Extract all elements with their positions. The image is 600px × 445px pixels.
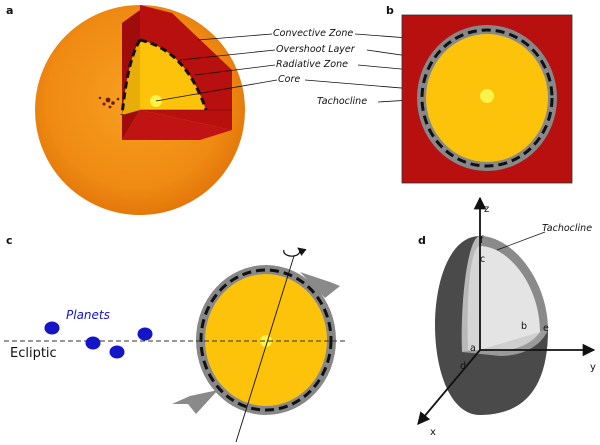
panel-label-d: d — [418, 234, 426, 247]
rotation-arrow-top — [300, 272, 355, 298]
planet — [109, 345, 125, 359]
label-overshoot-layer: Overshoot Layer — [276, 44, 356, 55]
label-convective-zone: Convective Zone — [273, 28, 353, 39]
label-tachocline-d: Tachocline — [542, 223, 592, 234]
axis-label-x: x — [430, 427, 436, 438]
label-tachocline-a: Tachocline — [317, 96, 367, 107]
core-b — [480, 89, 494, 103]
sun-cross-section — [401, 14, 573, 184]
convective-zone-bottom — [122, 110, 232, 140]
tachocline-b — [420, 28, 554, 168]
label-radiative-zone: Radiative Zone — [276, 59, 348, 70]
point-d: d — [460, 361, 466, 372]
point-f: f — [480, 235, 484, 246]
radiative-zone-side — [122, 40, 140, 115]
point-e: e — [543, 323, 549, 334]
planet — [137, 327, 153, 341]
panel-label-c: c — [6, 234, 13, 247]
leader-lines-a — [155, 33, 278, 102]
planet — [44, 321, 60, 335]
planets — [44, 321, 153, 359]
planet — [85, 336, 101, 350]
sphere-cut-face — [480, 236, 548, 350]
x-axis — [417, 349, 481, 425]
radiative-zone-face — [140, 40, 206, 110]
orbit-diagram: Planets Ecliptic — [4, 247, 355, 443]
coordinate-sphere: z y x Tachocline f c b e a d — [417, 196, 596, 438]
overshoot-boundary-a — [139, 38, 208, 111]
point-c: c — [480, 254, 485, 265]
axis-label-z: z — [484, 204, 489, 215]
axis-label-y: y — [590, 362, 596, 373]
sunspots — [98, 96, 120, 109]
panel-label-a: a — [6, 4, 13, 17]
point-a: a — [470, 343, 476, 354]
tachocline-c — [199, 268, 333, 412]
rotation-arrow-bottom — [172, 390, 218, 414]
label-ecliptic: Ecliptic — [10, 346, 57, 361]
tachocline-shell-d — [480, 236, 548, 332]
panel-label-b: b — [386, 4, 394, 17]
rotation-icon — [283, 247, 307, 257]
point-b: b — [521, 321, 527, 332]
label-core: Core — [278, 74, 300, 85]
rotation-axis — [235, 255, 295, 443]
sun-cutaway — [35, 5, 245, 215]
core-c — [260, 335, 272, 347]
label-planets: Planets — [66, 308, 110, 322]
